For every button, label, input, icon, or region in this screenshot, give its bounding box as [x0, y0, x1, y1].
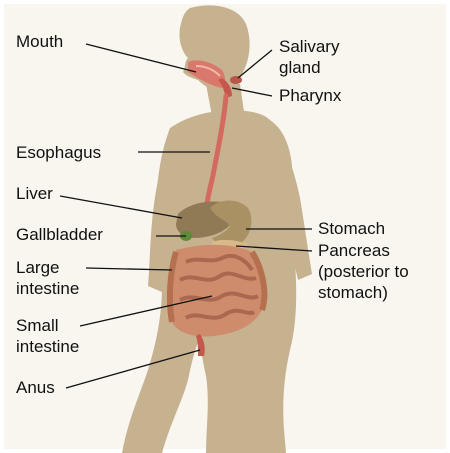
small-intestine-label-line-2: intestine — [16, 337, 79, 356]
gallbladder-label: Gallbladder — [16, 225, 103, 244]
pancreas-label-line-1: Pancreas — [318, 241, 390, 260]
intestines-organ — [170, 245, 264, 337]
small-intestine-label-line-1: Small — [16, 316, 59, 335]
pharynx-label: Pharynx — [279, 86, 342, 105]
anus-label: Anus — [16, 378, 55, 397]
salivary-gland-organ — [230, 76, 242, 84]
salivary-gland-label-line-2: gland — [279, 58, 321, 77]
large-intestine-label-line-2: intestine — [16, 279, 79, 298]
stomach-label: Stomach — [318, 219, 385, 238]
salivary-gland-label-line-1: Salivary — [279, 37, 340, 56]
pancreas-label-line-2: (posterior to — [318, 262, 409, 281]
large-intestine-label-line-1: Large — [16, 258, 59, 277]
esophagus-label: Esophagus — [16, 143, 101, 162]
pancreas-label-line-3: stomach) — [318, 283, 388, 302]
liver-label: Liver — [16, 184, 53, 203]
mouth-label: Mouth — [16, 32, 63, 51]
